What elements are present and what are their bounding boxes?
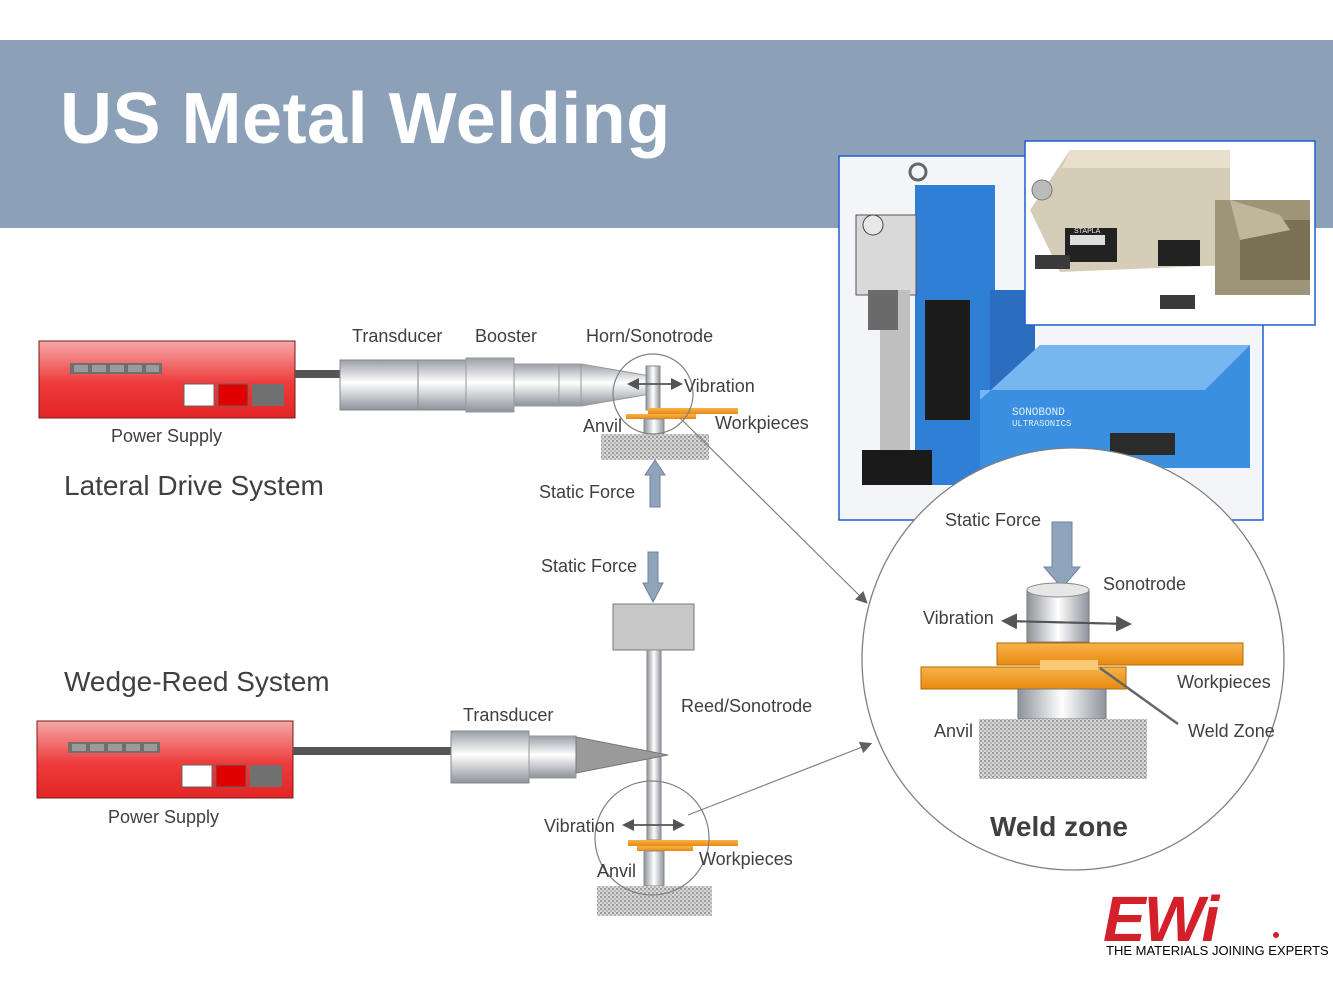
- weld-zone: [1040, 660, 1098, 670]
- workpiece-top: [996, 642, 1244, 666]
- static-force-label: Static Force: [541, 556, 637, 576]
- ewi-mark: EWi: [1103, 883, 1221, 955]
- workpieces-label: Workpieces: [1177, 672, 1271, 692]
- power-supply-label: Power Supply: [111, 426, 222, 446]
- power-supply-unit: [36, 720, 294, 799]
- booster-label: Booster: [475, 326, 537, 346]
- anvil: [643, 850, 665, 887]
- anvil-base: [597, 886, 712, 916]
- anvil-base: [601, 434, 709, 460]
- transducer-label: Transducer: [463, 705, 553, 725]
- transducer: [339, 359, 419, 411]
- transducer-label: Transducer: [352, 326, 442, 346]
- power-supply-unit: [38, 340, 296, 419]
- console-brand-line2: ULTRASONICS: [1012, 419, 1071, 429]
- booster: [465, 357, 515, 413]
- workpiece-bottom: [920, 666, 1127, 690]
- static-force-label: Static Force: [539, 482, 635, 502]
- transducer: [450, 730, 530, 784]
- workpiece-top: [628, 840, 738, 846]
- workpiece-bottom: [626, 414, 696, 419]
- vibration-label: Vibration: [923, 608, 994, 628]
- power-supply-label: Power Supply: [108, 807, 219, 827]
- anvil: [643, 418, 665, 435]
- static-force-arrow: [642, 551, 664, 604]
- weld-zone-pointer: [1099, 666, 1179, 726]
- anvil-base: [979, 719, 1147, 779]
- static-force-arrow: [644, 459, 666, 508]
- welder-brand: STAPLA: [1074, 228, 1101, 235]
- connector-line: [679, 417, 868, 604]
- ewi-logo: EWi THE MATERIALS JOINING EXPERTS: [1103, 883, 1329, 958]
- reed-label: Reed/Sonotrode: [681, 696, 812, 716]
- cable: [295, 370, 340, 378]
- weld-zone-label: Weld Zone: [1188, 721, 1275, 741]
- horn-label: Horn/Sonotrode: [586, 326, 713, 346]
- reed: [646, 649, 662, 841]
- console-brand-line1: SONOBOND: [1012, 407, 1065, 419]
- static-force-arrow: [1042, 521, 1082, 589]
- mass-block: [612, 603, 695, 651]
- weld-zone-detail: Static Force Sonotrode Vibration Workpie…: [861, 447, 1285, 871]
- connector-line: [687, 741, 873, 816]
- workpieces-label: Workpieces: [715, 413, 809, 433]
- sonotrode-label: Sonotrode: [1103, 574, 1186, 594]
- vibration-label: Vibration: [544, 816, 615, 836]
- lateral-drive-system: Power Supply Lateral Drive System Transd…: [38, 326, 809, 508]
- zoom-circle: [612, 353, 694, 435]
- sonotrode: [1026, 589, 1090, 643]
- wedge-reed-system: Static Force Wedge-Reed System Power Sup…: [36, 551, 812, 916]
- anvil: [1017, 688, 1107, 720]
- vibration-label: Vibration: [684, 376, 755, 396]
- lateral-drive-label: Lateral Drive System: [64, 470, 324, 501]
- zoom-circle: [594, 780, 710, 896]
- horn: [558, 363, 582, 407]
- wedge-reed-label: Wedge-Reed System: [64, 666, 330, 697]
- workpiece-bottom: [637, 846, 693, 851]
- anvil-label: Anvil: [934, 721, 973, 741]
- machine-photo-right: STAPLA: [1024, 140, 1316, 326]
- anvil-label: Anvil: [597, 861, 636, 881]
- page-title: US Metal Welding: [60, 79, 671, 159]
- wedge-horn: [575, 736, 669, 774]
- cable: [293, 747, 451, 755]
- static-force-label: Static Force: [945, 510, 1041, 530]
- logo-tagline: THE MATERIALS JOINING EXPERTS: [1106, 943, 1329, 958]
- workpieces-label: Workpieces: [699, 849, 793, 869]
- weld-zone-title: Weld zone: [990, 811, 1128, 842]
- anvil-label: Anvil: [583, 416, 622, 436]
- workpiece-top: [648, 408, 738, 414]
